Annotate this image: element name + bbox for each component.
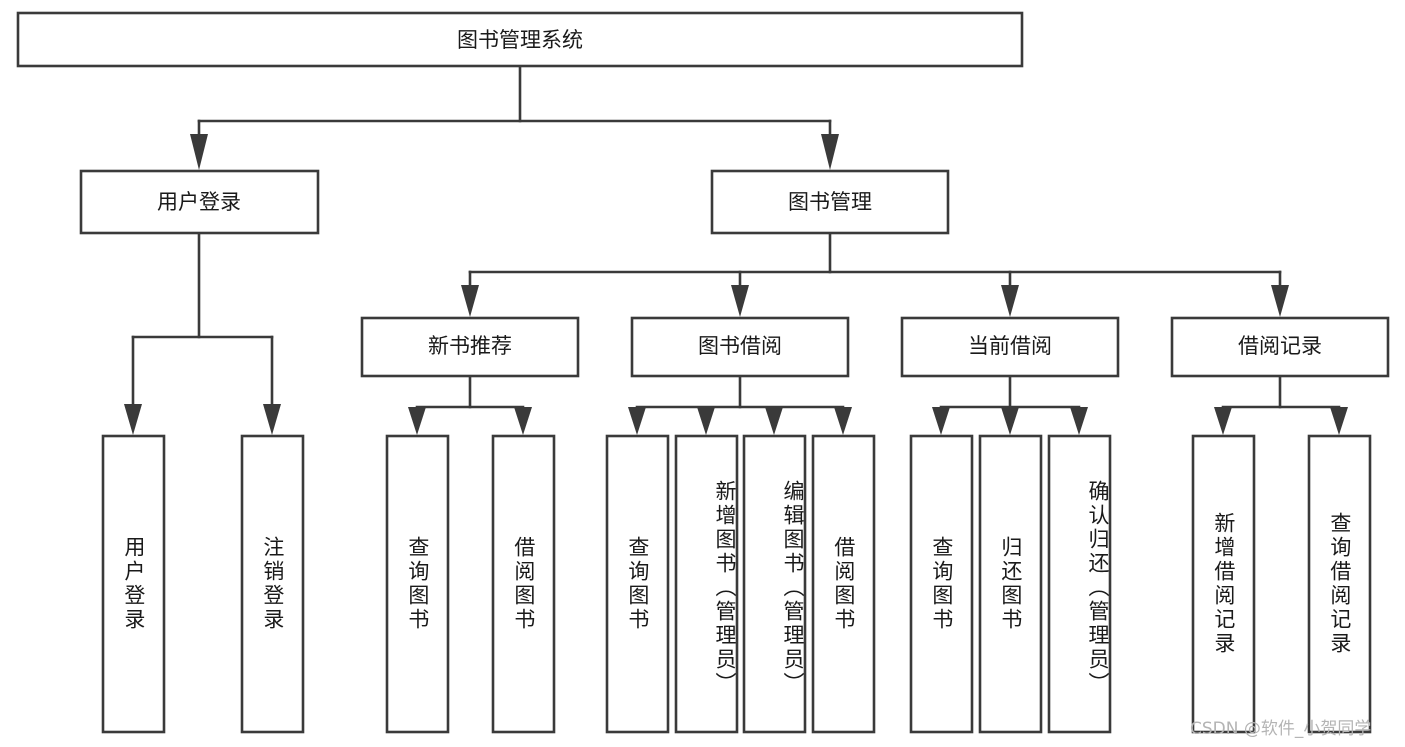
node-user-login[interactable]: 用户登录 [79,169,320,235]
arrow-current-borrow-leaf-2 [1001,407,1019,435]
node-book-borrow[interactable]: 图书借阅 [630,316,850,378]
leaf-box-book-borrow-4[interactable] [811,434,876,734]
leaf-box-book-borrow-3[interactable] [742,434,807,734]
arrow-book-mgmt-to-borrow [731,285,749,317]
arrow-root-to-user-login [190,134,208,170]
connector-group-current-borrow [932,374,1088,435]
arrow-user-login-leaf-1 [124,404,142,435]
node-user-login-label: 用户登录 [157,190,241,214]
leaf-box-borrow-record-2[interactable] [1307,434,1372,734]
arrow-book-mgmt-to-new-book [461,285,479,317]
arrow-new-book-leaf-1 [408,407,426,435]
node-book-management-label: 图书管理 [788,190,872,214]
connector-group-book-borrow [628,374,852,435]
node-book-borrow-box[interactable] [630,316,850,378]
leaf-box-new-book-2[interactable] [491,434,556,734]
node-new-book-recommend-label: 新书推荐 [428,334,512,358]
leaf-box-user-login-1[interactable] [101,434,166,734]
leaf-box-new-book-1[interactable] [385,434,450,734]
arrow-book-mgmt-to-record [1271,285,1289,317]
connector-group-user-login [124,231,281,435]
leaf-box-current-borrow-2[interactable] [978,434,1043,734]
node-new-book-recommend-box[interactable] [360,316,580,378]
arrow-root-to-book-mgmt [821,134,839,170]
arrow-book-borrow-leaf-4 [834,407,852,435]
node-root-box[interactable] [16,11,1024,68]
arrow-borrow-record-leaf-1 [1214,407,1232,435]
connector-group-root [190,64,839,170]
arrow-current-borrow-leaf-3 [1070,407,1088,435]
node-borrow-record-box[interactable] [1170,316,1390,378]
leaf-box-book-borrow-1[interactable] [605,434,670,734]
node-book-management[interactable]: 图书管理 [710,169,950,235]
connector-group-new-book-recommend [408,374,532,435]
leaf-box-current-borrow-3[interactable] [1047,434,1112,734]
node-current-borrow[interactable]: 当前借阅 [900,316,1120,378]
arrow-new-book-leaf-2 [514,407,532,435]
node-root[interactable]: 图书管理系统 [16,11,1024,68]
node-borrow-record-label: 借阅记录 [1238,334,1322,358]
arrow-current-borrow-leaf-1 [932,407,950,435]
node-book-borrow-label: 图书借阅 [698,334,782,358]
node-root-label: 图书管理系统 [457,28,583,52]
csdn-watermark: CSDN @软件_小贺同学 [1190,719,1372,739]
arrow-book-mgmt-to-current [1001,285,1019,317]
connector-group-book-mgmt [461,231,1289,317]
node-current-borrow-box[interactable] [900,316,1120,378]
node-current-borrow-label: 当前借阅 [968,334,1052,358]
node-borrow-record[interactable]: 借阅记录 [1170,316,1390,378]
arrow-book-borrow-leaf-1 [628,407,646,435]
arrow-borrow-record-leaf-2 [1330,407,1348,435]
connector-group-borrow-record [1214,374,1348,435]
arrow-book-borrow-leaf-3 [765,407,783,435]
leaf-box-user-login-2[interactable] [240,434,305,734]
leaf-box-book-borrow-2[interactable] [674,434,739,734]
node-book-management-box[interactable] [710,169,950,235]
arrow-book-borrow-leaf-2 [697,407,715,435]
node-new-book-recommend[interactable]: 新书推荐 [360,316,580,378]
node-user-login-box[interactable] [79,169,320,235]
leaf-box-borrow-record-1[interactable] [1191,434,1256,734]
arrow-user-login-leaf-2 [263,404,281,435]
leaf-box-current-borrow-1[interactable] [909,434,974,734]
